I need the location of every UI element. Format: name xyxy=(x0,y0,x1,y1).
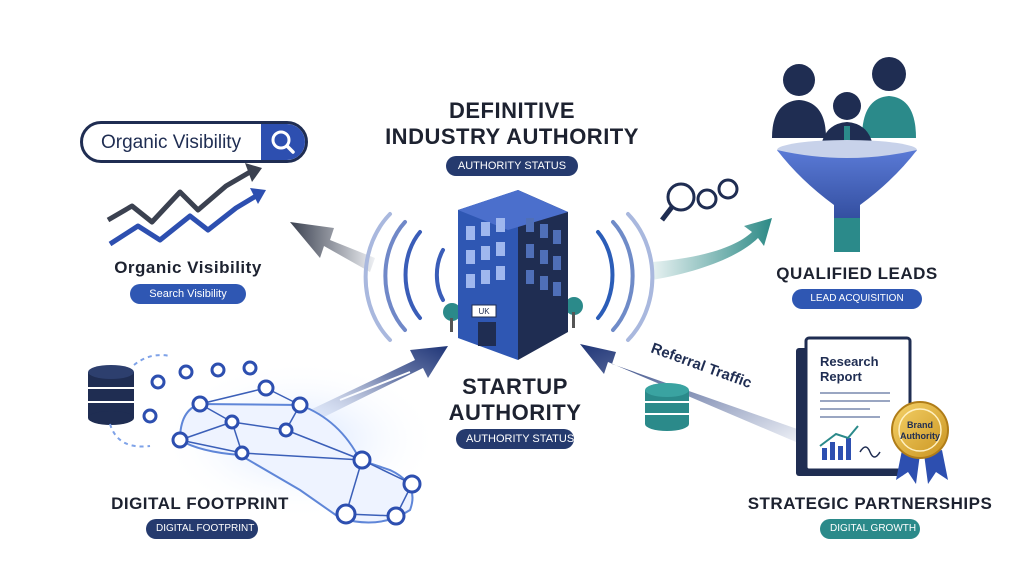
award-seal-icon: Brand Authority xyxy=(891,401,949,484)
report-title-line1: Research xyxy=(820,354,879,369)
search-bar-text: Organic Visibility xyxy=(101,132,242,153)
seal-line2: Authority xyxy=(900,431,940,441)
center-bottom-title: STARTUP AUTHORITY xyxy=(420,374,610,426)
signal-waves-icon xyxy=(363,212,655,342)
leads-title: QUALIFIED LEADS xyxy=(776,264,938,283)
arrow-referral xyxy=(580,344,800,442)
center-top-title-line2: INDUSTRY AUTHORITY xyxy=(385,124,639,149)
database-icon xyxy=(88,365,134,425)
center-bottom-badge: AUTHORITY STATUS xyxy=(456,429,574,449)
center-top-badge: AUTHORITY STATUS xyxy=(446,156,578,176)
leads-badge: LEAD ACQUISITION xyxy=(792,289,922,309)
center-bottom-title-line1: STARTUP xyxy=(462,374,568,399)
partnerships-badge: DIGITAL GROWTH xyxy=(820,519,920,539)
magnifier-icon xyxy=(660,178,739,222)
document-icon: Research Report xyxy=(796,336,912,476)
search-bar: Organic Visibility xyxy=(80,121,308,163)
building-sign-text: UK xyxy=(478,307,490,316)
center-bottom-title-line2: AUTHORITY xyxy=(448,400,582,425)
trend-chart-icon xyxy=(106,163,266,247)
arrow-to-organic xyxy=(290,222,375,272)
organic-badge: Search Visibility xyxy=(130,284,246,304)
organic-title: Organic Visibility xyxy=(114,258,262,277)
center-top-title: DEFINITIVE INDUSTRY AUTHORITY xyxy=(380,98,644,150)
search-button xyxy=(261,124,305,160)
footprint-badge: DIGITAL FOOTPRINT xyxy=(146,519,258,539)
footprint-title: DIGITAL FOOTPRINT xyxy=(111,494,289,513)
center-top-title-line1: DEFINITIVE xyxy=(448,98,575,123)
database-icon-2 xyxy=(645,383,689,431)
building-sign xyxy=(471,304,497,318)
arrow-to-leads xyxy=(652,218,772,280)
funnel-icon xyxy=(777,140,917,252)
partnerships-title: STRATEGIC PARTNERSHIPS xyxy=(747,494,993,513)
report-title-line2: Report xyxy=(820,369,863,384)
network-icon xyxy=(109,354,440,526)
seal-line1: Brand xyxy=(907,420,933,430)
building-icon: UK xyxy=(443,190,583,360)
search-icon xyxy=(271,130,295,154)
